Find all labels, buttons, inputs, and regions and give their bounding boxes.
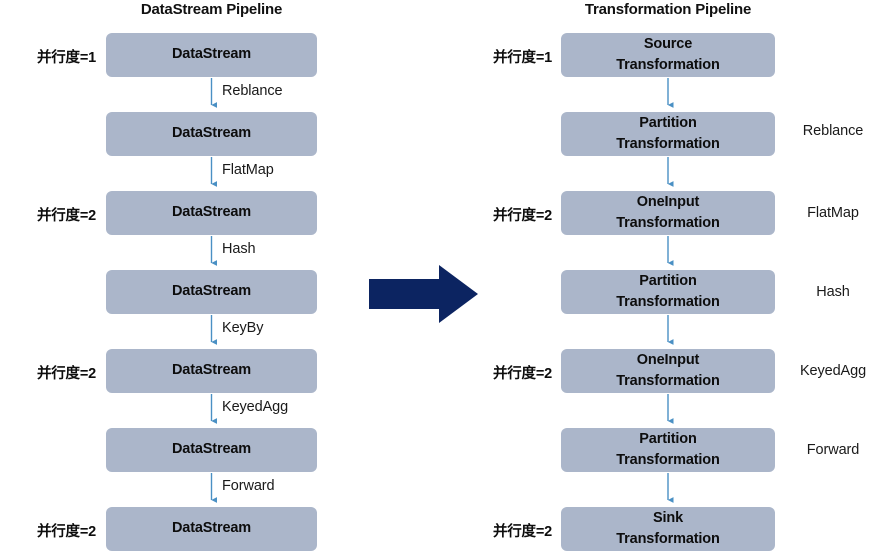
left-node-3[interactable]: DataStream xyxy=(106,270,317,314)
left-parallelism-6: 并行度=2 xyxy=(36,524,96,540)
right-node-5-line1: Partition xyxy=(639,430,697,447)
right-node-4[interactable]: OneInput Transformation xyxy=(561,349,775,393)
left-parallelism-2: 并行度=2 xyxy=(36,208,96,224)
right-parallelism-6: 并行度=2 xyxy=(492,524,552,540)
left-node-4-label: DataStream xyxy=(171,362,252,379)
left-edge-label-flatmap: FlatMap xyxy=(222,162,274,178)
right-node-4-line1: OneInput xyxy=(636,351,700,368)
left-node-6[interactable]: DataStream xyxy=(106,507,317,551)
right-node-6[interactable]: Sink Transformation xyxy=(561,507,775,551)
right-node-6-line1: Sink xyxy=(652,509,684,526)
left-node-0-label: DataStream xyxy=(171,46,252,63)
right-node-5[interactable]: Partition Transformation xyxy=(561,428,775,472)
left-node-4[interactable]: DataStream xyxy=(106,349,317,393)
right-node-0-line2: Transformation xyxy=(616,57,720,73)
left-parallelism-4: 并行度=2 xyxy=(36,366,96,382)
left-node-5-label: DataStream xyxy=(171,441,252,458)
right-parallelism-0: 并行度=1 xyxy=(492,50,552,66)
left-pipeline-title: DataStream Pipeline xyxy=(140,1,283,18)
right-node-6-line2: Transformation xyxy=(616,531,720,547)
right-parallelism-2: 并行度=2 xyxy=(492,208,552,224)
right-node-1-line1: Partition xyxy=(639,114,697,131)
right-node-1-line2: Transformation xyxy=(616,136,720,152)
right-node-2-line2: Transformation xyxy=(616,215,720,231)
left-node-2[interactable]: DataStream xyxy=(106,191,317,235)
right-node-4-line2: Transformation xyxy=(616,373,720,389)
left-node-5[interactable]: DataStream xyxy=(106,428,317,472)
right-node-0[interactable]: Source Transformation xyxy=(561,33,775,77)
right-node-3[interactable]: Partition Transformation xyxy=(561,270,775,314)
left-node-3-label: DataStream xyxy=(171,283,252,300)
right-side-label-keyedagg: KeyedAgg xyxy=(799,363,867,379)
right-parallelism-4: 并行度=2 xyxy=(492,366,552,382)
left-edge-label-hash: Hash xyxy=(222,241,256,257)
left-edge-label-keyby: KeyBy xyxy=(222,320,264,336)
transform-arrow-icon xyxy=(369,265,478,323)
right-node-3-line2: Transformation xyxy=(616,294,720,310)
left-edge-label-forward: Forward xyxy=(222,478,275,494)
left-node-2-label: DataStream xyxy=(171,204,252,221)
left-node-6-label: DataStream xyxy=(171,520,252,537)
left-parallelism-0: 并行度=1 xyxy=(36,50,96,66)
right-side-label-reblance: Reblance xyxy=(802,123,864,139)
right-node-0-line1: Source xyxy=(643,35,693,52)
right-node-3-line1: Partition xyxy=(639,272,697,289)
left-node-1-label: DataStream xyxy=(171,125,252,142)
left-edge-label-keyedagg: KeyedAgg xyxy=(222,399,289,415)
left-node-0[interactable]: DataStream xyxy=(106,33,317,77)
right-side-label-flatmap: FlatMap xyxy=(807,205,859,221)
left-node-1[interactable]: DataStream xyxy=(106,112,317,156)
right-node-5-line2: Transformation xyxy=(616,452,720,468)
right-side-label-forward: Forward xyxy=(806,442,860,458)
right-side-label-hash: Hash xyxy=(816,284,850,300)
right-pipeline-title: Transformation Pipeline xyxy=(584,1,752,18)
left-edge-label-reblance: Reblance xyxy=(222,83,283,99)
right-node-2-line1: OneInput xyxy=(636,193,700,210)
right-node-2[interactable]: OneInput Transformation xyxy=(561,191,775,235)
right-node-1[interactable]: Partition Transformation xyxy=(561,112,775,156)
